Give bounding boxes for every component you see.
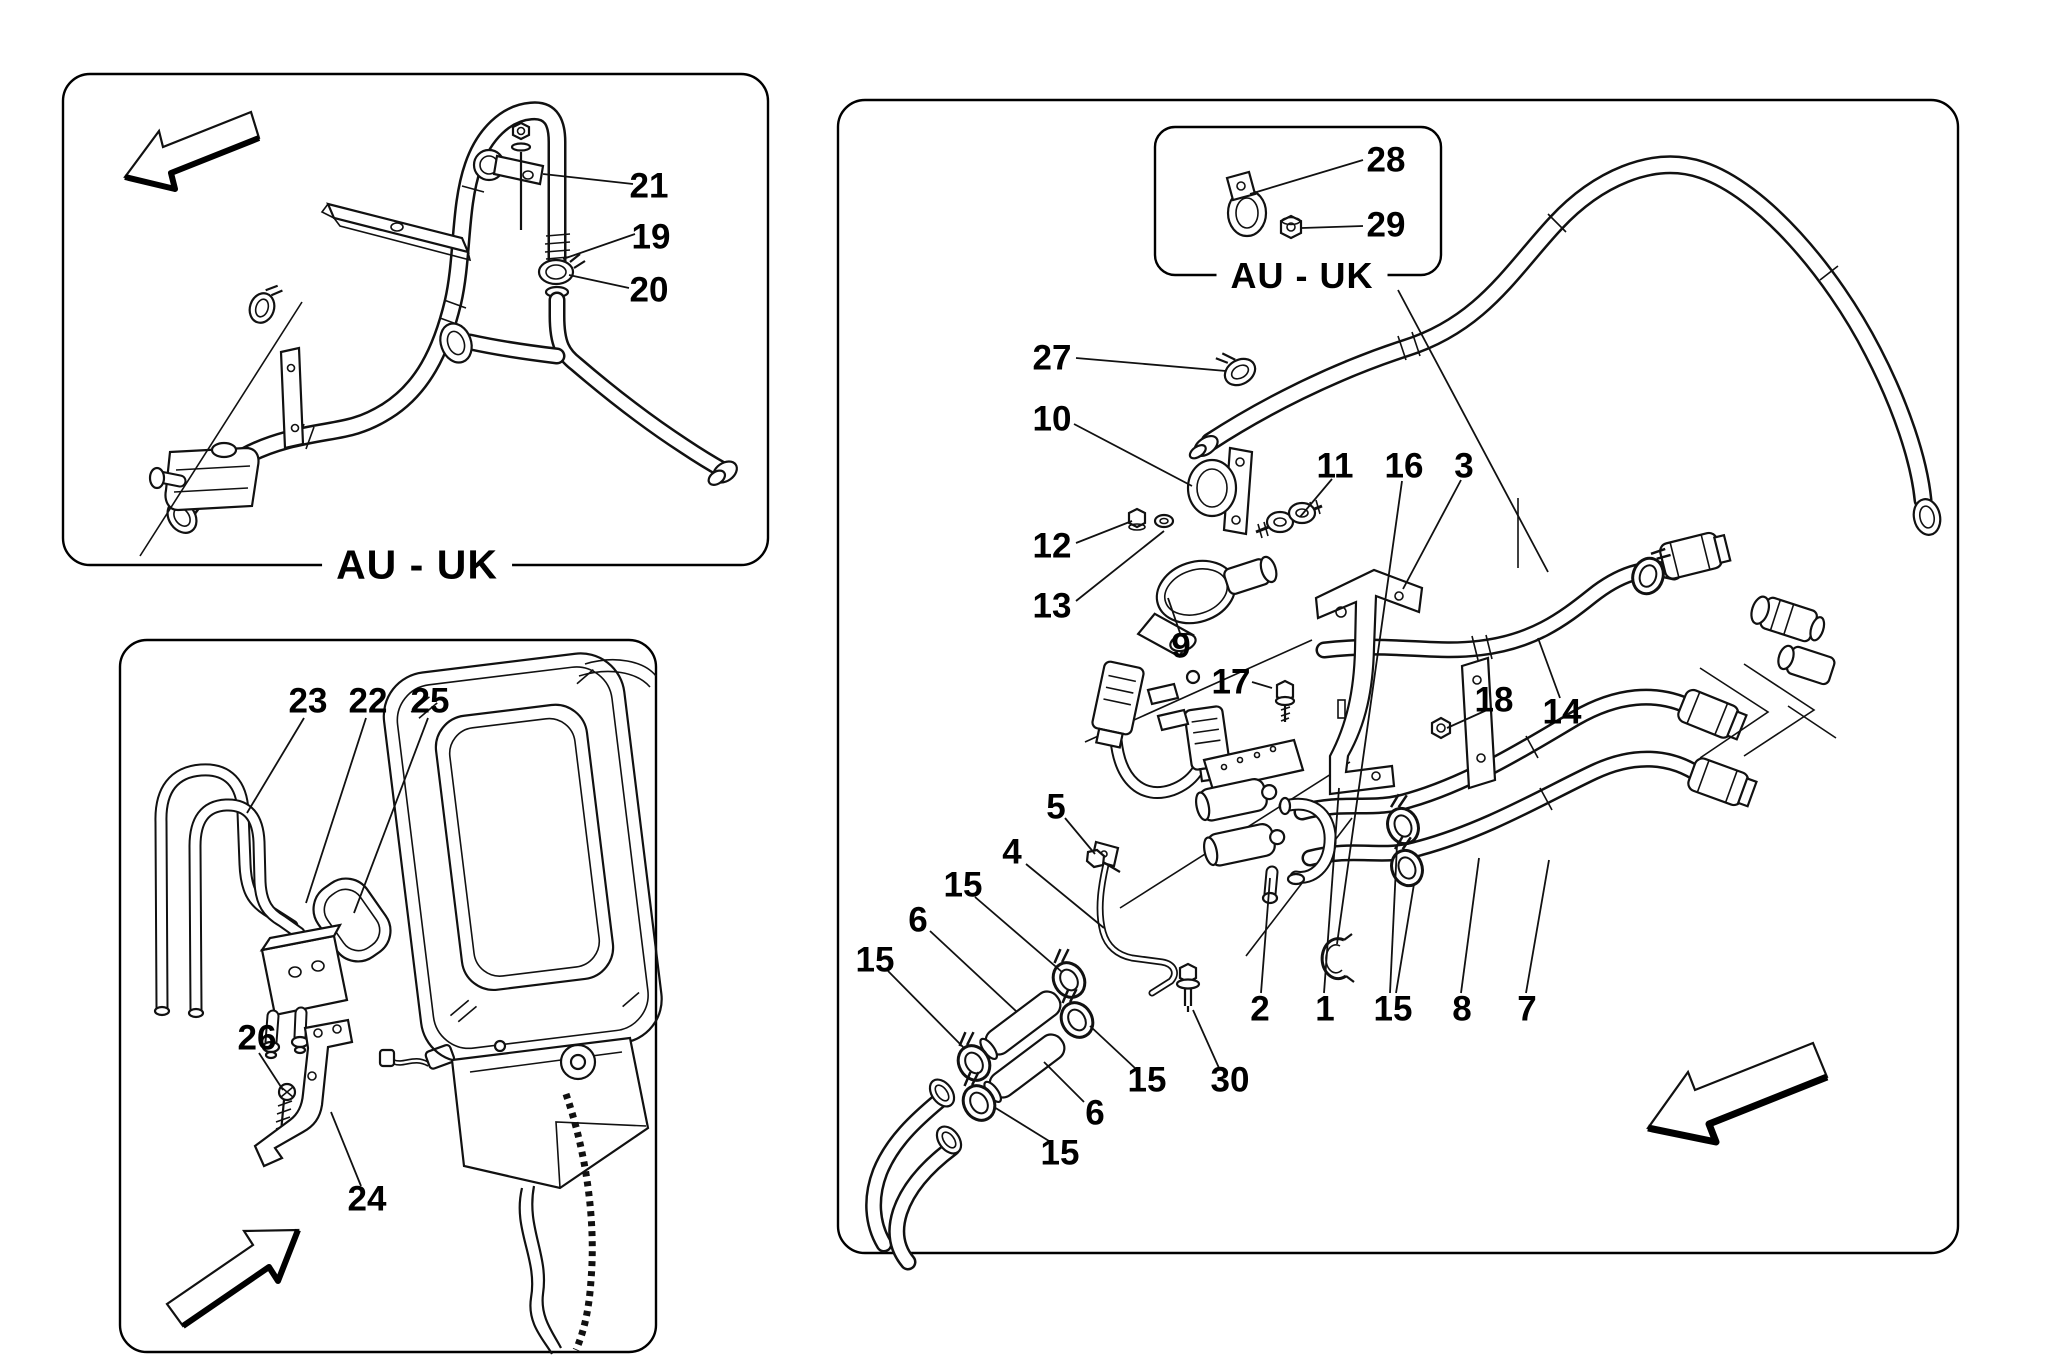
sensor-connector xyxy=(378,1043,456,1070)
panel3-leader-lines xyxy=(887,159,1561,1142)
hose-exit-a xyxy=(867,1094,946,1250)
callout-21: 21 xyxy=(629,166,669,206)
bracket-plate xyxy=(279,346,305,450)
callout-15: 15 xyxy=(1127,1060,1167,1100)
callout-22: 22 xyxy=(348,681,388,721)
panel1-leader-lines xyxy=(542,173,636,289)
panel2-artwork xyxy=(153,652,663,1355)
panel2-leader-lines xyxy=(246,717,429,1187)
hose-stub-2 xyxy=(1280,799,1335,882)
callout-16: 16 xyxy=(1384,446,1424,486)
bracket-24 xyxy=(253,1018,354,1168)
callout-7: 7 xyxy=(1517,989,1537,1029)
callout-25: 25 xyxy=(410,681,450,721)
hose-14 xyxy=(1318,563,1680,656)
direction-arrow-top-left xyxy=(123,110,261,192)
thermostat-housing xyxy=(148,441,260,512)
callout-13: 13 xyxy=(1032,586,1072,626)
evaporator-unit xyxy=(382,652,663,1355)
direction-arrow-bottom-right xyxy=(1646,1041,1829,1146)
clamp-20 xyxy=(537,253,586,286)
callout-11: 11 xyxy=(1316,446,1354,486)
hose-7 xyxy=(1304,753,1708,864)
callout-17: 17 xyxy=(1211,662,1251,702)
clamp-27 xyxy=(1215,352,1257,387)
bracket-strap xyxy=(1460,656,1497,790)
hose-8 xyxy=(1296,691,1698,818)
hose-7-connector xyxy=(1687,757,1758,808)
callout-26: 26 xyxy=(237,1018,277,1058)
callout-12: 12 xyxy=(1032,526,1072,566)
hose-exit-b xyxy=(890,1142,958,1268)
panel-bottom-left-border xyxy=(118,638,658,1354)
nut-12 xyxy=(1127,507,1147,531)
nut-21 xyxy=(511,121,531,141)
hose-8-connector xyxy=(1677,688,1748,741)
direction-arrow-bottom-left xyxy=(165,1228,301,1329)
hoses-6-and-clamps xyxy=(944,944,1101,1128)
callout-30: 30 xyxy=(1210,1060,1250,1100)
panel-right-border xyxy=(836,98,1960,1255)
panel1-artwork xyxy=(123,101,738,557)
p-clamp-10 xyxy=(1186,446,1254,536)
callout-15: 15 xyxy=(943,865,983,905)
callout-14: 14 xyxy=(1542,692,1582,732)
callout-6: 6 xyxy=(908,900,928,940)
pipe-23 xyxy=(156,765,297,1013)
bracket-3 xyxy=(1314,568,1424,796)
pipe-block xyxy=(259,923,349,1017)
callout-3: 3 xyxy=(1454,446,1474,486)
callout-6: 6 xyxy=(1085,1093,1105,1133)
pipe-22 xyxy=(190,800,304,1015)
hose-top-long xyxy=(1203,157,1930,507)
callout-5: 5 xyxy=(1046,787,1066,827)
drain-valve-30 xyxy=(1175,962,1201,1012)
callout-27: 27 xyxy=(1032,338,1072,378)
callout-20: 20 xyxy=(629,270,669,310)
washer-21 xyxy=(510,142,532,152)
bolt-17 xyxy=(1274,679,1296,722)
callout-10: 10 xyxy=(1032,399,1072,439)
panel1-region-label: AU - UK xyxy=(322,544,512,586)
callout-15: 15 xyxy=(1040,1133,1080,1173)
bolt-5 xyxy=(1085,848,1121,873)
panel3-artwork xyxy=(865,155,1942,1271)
solenoid-valve-assembly xyxy=(1195,738,1337,905)
hose-14-connector xyxy=(1659,531,1732,580)
valve-9 xyxy=(1136,555,1278,658)
callout-15: 15 xyxy=(1373,989,1413,1029)
mounting-plate xyxy=(320,202,472,262)
callout-15: 15 xyxy=(855,940,895,980)
callout-23: 23 xyxy=(288,681,328,721)
callout-8: 8 xyxy=(1452,989,1472,1029)
callout-1: 1 xyxy=(1315,989,1335,1029)
clamp-28 xyxy=(1225,170,1268,238)
stud-11 xyxy=(1255,499,1323,539)
washer-13 xyxy=(1153,513,1175,529)
pipe-Y xyxy=(551,294,729,476)
c-clip-16 xyxy=(1320,933,1355,983)
callout-24: 24 xyxy=(347,1179,387,1219)
clamp-21 xyxy=(472,121,545,230)
nut-29 xyxy=(1279,214,1303,240)
small-clamp xyxy=(248,284,283,324)
callout-19: 19 xyxy=(631,217,671,257)
callout-2: 2 xyxy=(1250,989,1270,1029)
rod-bracket-4 xyxy=(1090,840,1178,997)
callout-4: 4 xyxy=(1002,832,1022,872)
callout-18: 18 xyxy=(1474,680,1514,720)
inner-box-region-label: AU - UK xyxy=(1216,258,1388,294)
quick-connect-fittings xyxy=(1699,595,1837,759)
wiring-harness xyxy=(1091,660,1231,800)
callout-29: 29 xyxy=(1366,205,1406,245)
nut-18 xyxy=(1430,716,1452,740)
callout-9: 9 xyxy=(1171,626,1191,666)
callout-28: 28 xyxy=(1366,140,1406,180)
